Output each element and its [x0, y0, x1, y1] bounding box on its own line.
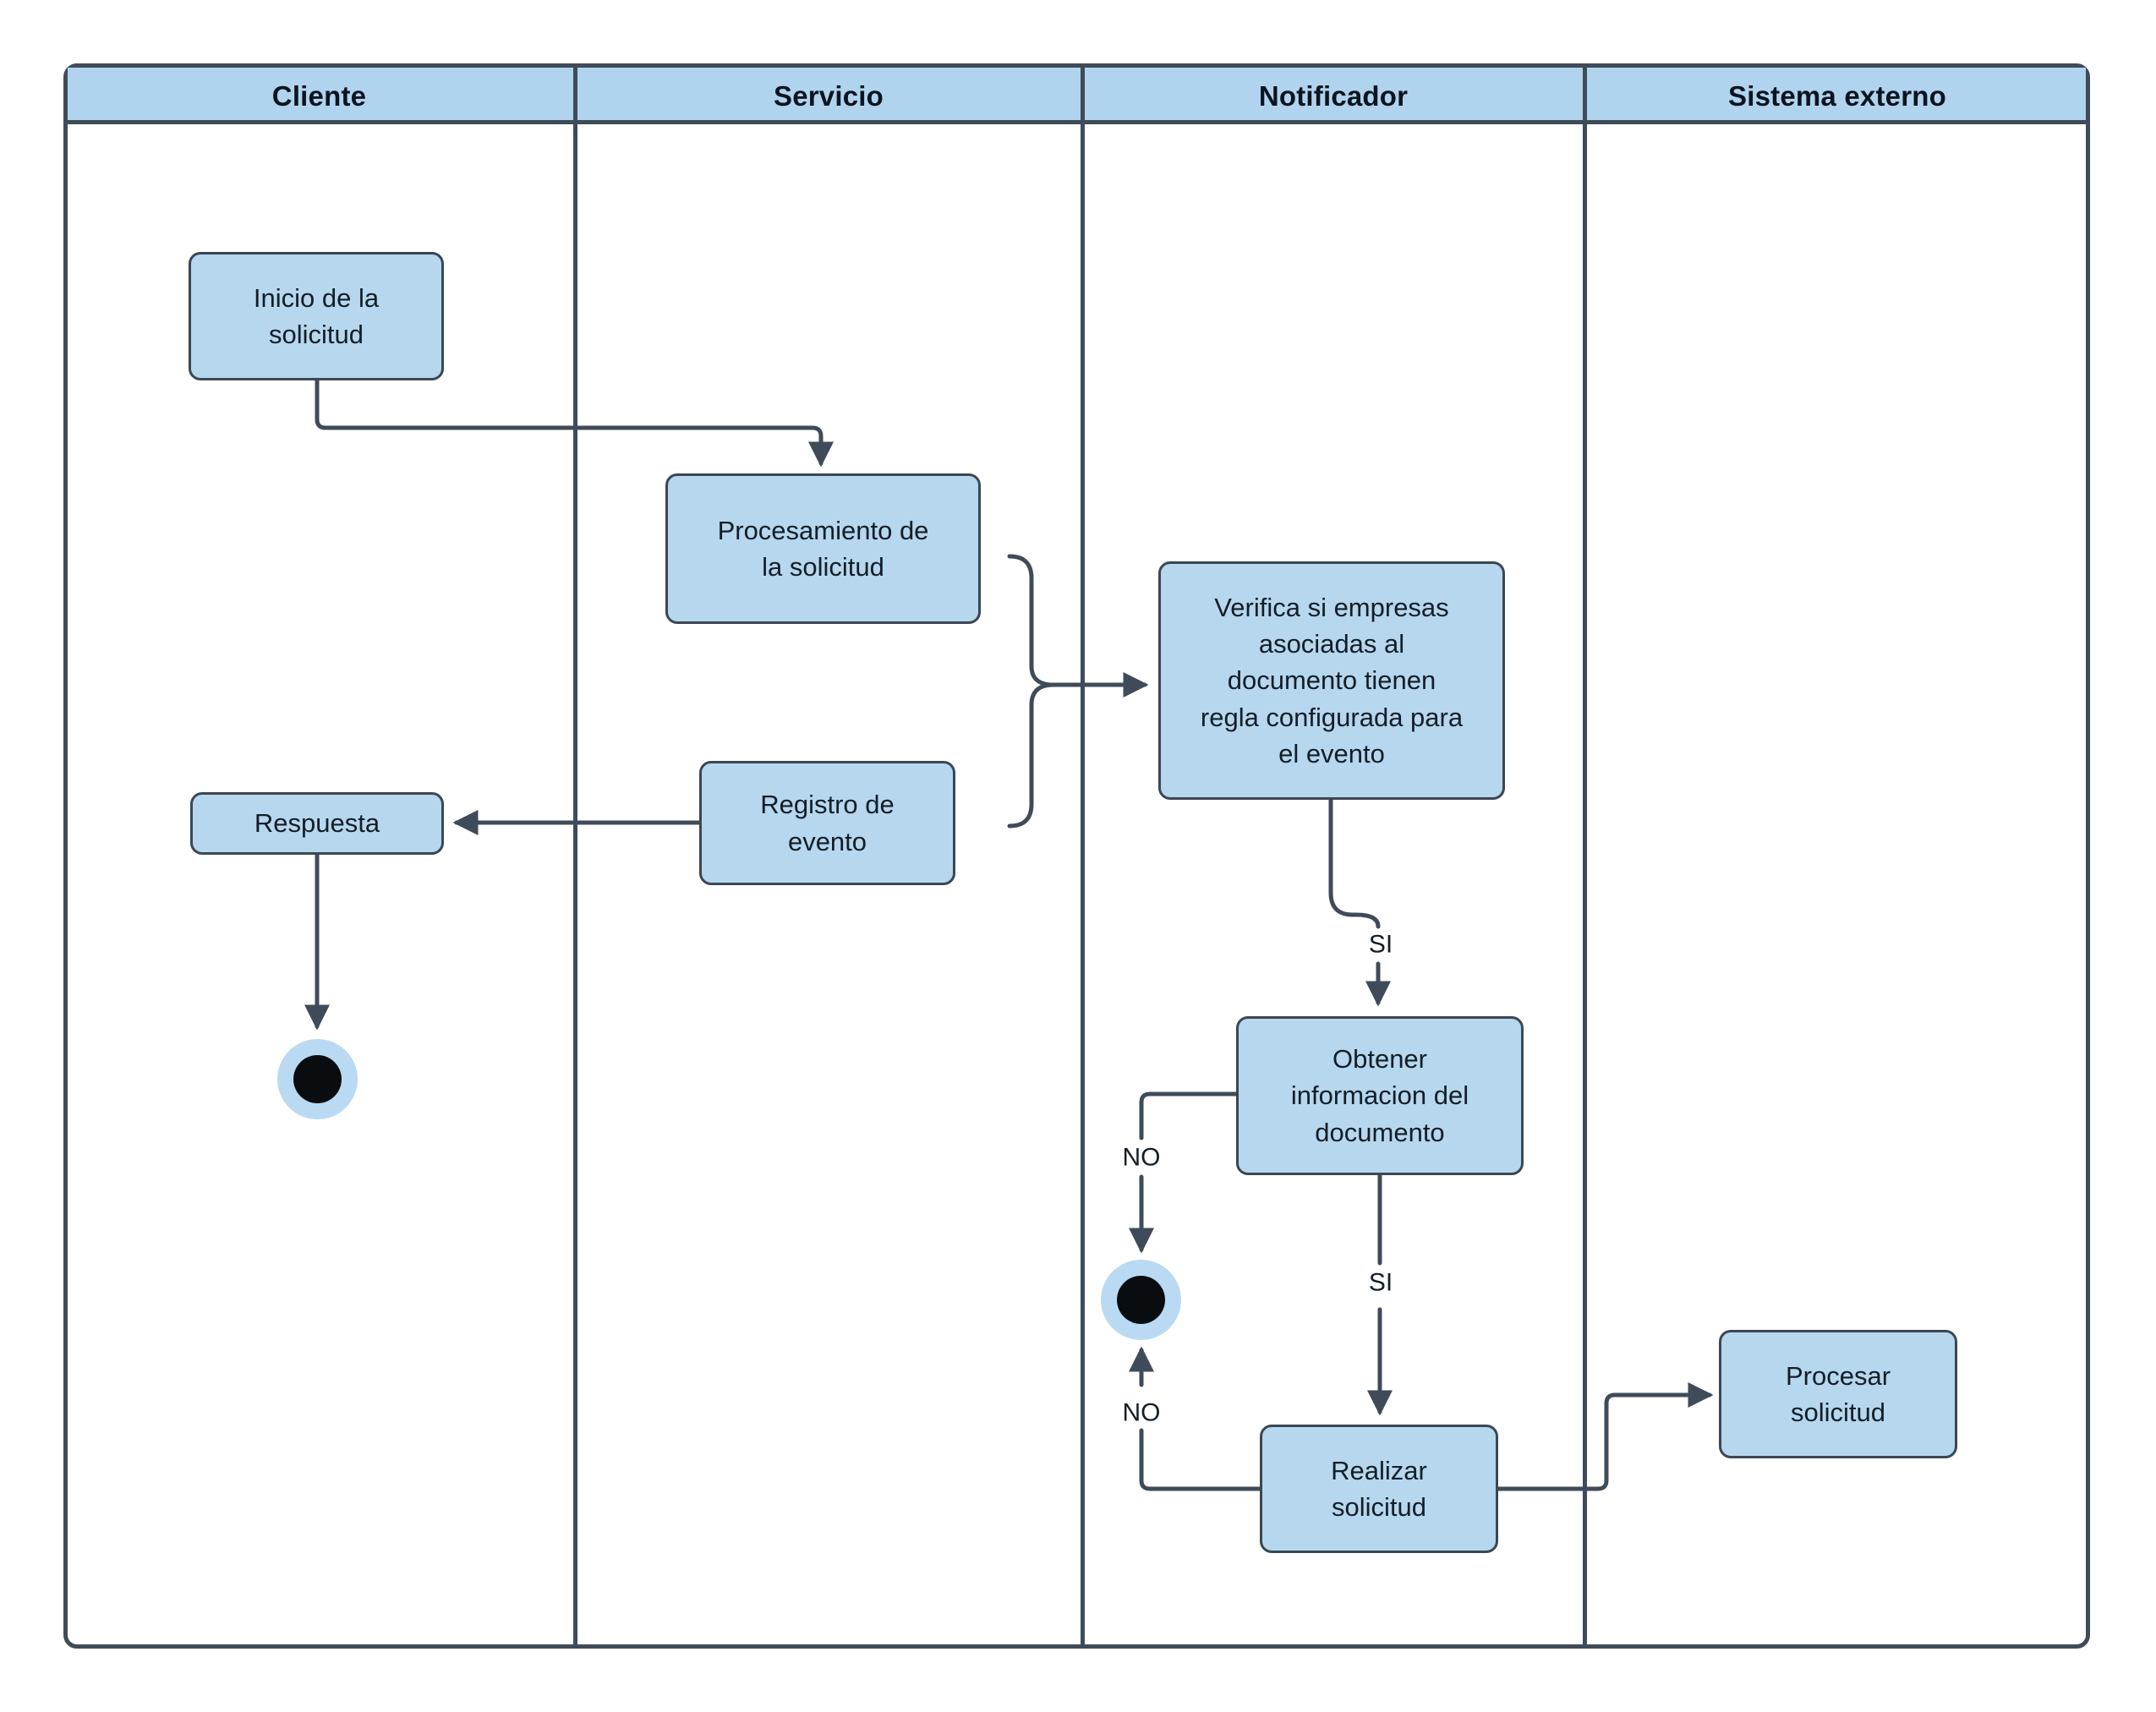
edge-obtener-no-upper: [1139, 1091, 1239, 1140]
lane-divider: [1583, 68, 1587, 1644]
final-node-final-notificador[interactable]: [1100, 1259, 1181, 1340]
final-node-dot: [1116, 1275, 1165, 1324]
edge-label-si-1: SI: [1364, 929, 1398, 960]
lane-divider: [1081, 68, 1085, 1644]
edge-realizar-no-lower: [1139, 1428, 1262, 1491]
edge-realizar-to-procesar: [1496, 1382, 1714, 1491]
lane-header-band: [68, 68, 2086, 124]
activity-procesamiento-solicitud[interactable]: Procesamiento de la solicitud: [665, 473, 981, 624]
activity-obtener-informacion[interactable]: Obtener informacion del documento: [1236, 1016, 1524, 1175]
activity-inicio-solicitud[interactable]: Inicio de la solicitud: [189, 252, 444, 380]
lane-header-servicio: Servicio: [773, 79, 884, 112]
pool-frame: [63, 63, 2090, 1649]
final-node-dot: [293, 1054, 342, 1103]
edge-inicio-to-procesamiento: [315, 378, 834, 468]
lane-header-notificador: Notificador: [1258, 79, 1409, 112]
edge-label-no-1: NO: [1118, 1142, 1165, 1173]
activity-respuesta[interactable]: Respuesta: [190, 792, 444, 855]
edge-label-no-2: NO: [1118, 1397, 1165, 1428]
edge-label-si-2: SI: [1364, 1267, 1398, 1298]
group-brace: [1007, 554, 1056, 829]
lane-header-cliente: Cliente: [271, 79, 367, 112]
lane-divider: [573, 68, 577, 1644]
lane-header-sistema-externo: Sistema externo: [1728, 79, 1946, 112]
activity-realizar-solicitud[interactable]: Realizar solicitud: [1260, 1425, 1498, 1553]
final-node-final-cliente[interactable]: [276, 1038, 358, 1119]
activity-verifica-empresas[interactable]: Verifica si empresas asociadas al docume…: [1158, 561, 1505, 800]
activity-procesar-solicitud[interactable]: Procesar solicitud: [1719, 1330, 1957, 1458]
activity-registro-evento[interactable]: Registro de evento: [699, 761, 955, 885]
edge-verifica-si-upper: [1328, 797, 1381, 929]
